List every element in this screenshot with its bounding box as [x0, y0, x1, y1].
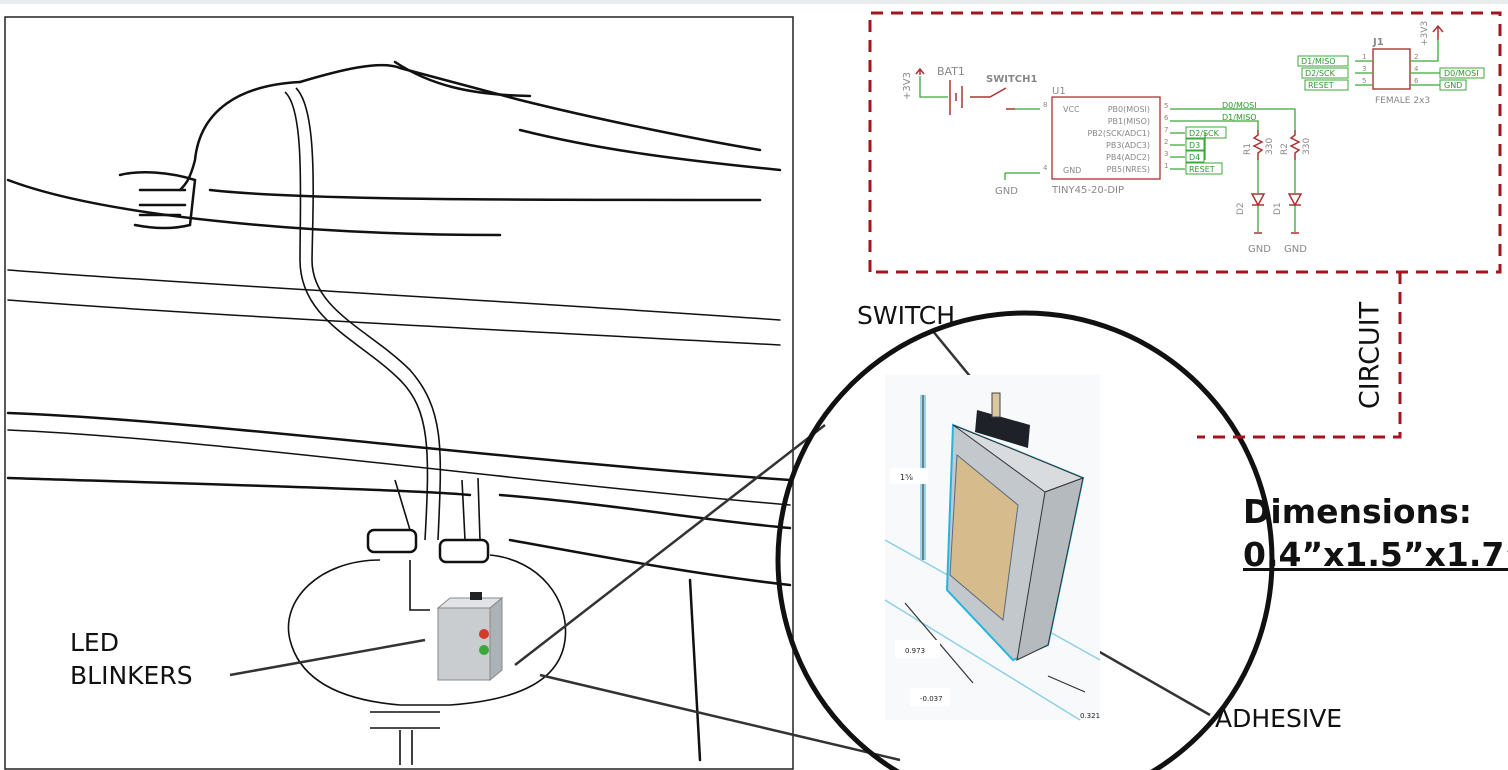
- svg-text:6: 6: [1164, 114, 1169, 122]
- svg-text:5: 5: [1164, 102, 1168, 110]
- svg-text:8: 8: [1043, 101, 1047, 109]
- led-blinkers-label-line2: BLINKERS: [70, 661, 193, 690]
- svg-text:D1/MISO: D1/MISO: [1222, 113, 1257, 122]
- svg-text:GND: GND: [1444, 81, 1462, 90]
- svg-text:2: 2: [1414, 53, 1418, 61]
- svg-text:+3V3: +3V3: [1420, 21, 1430, 46]
- svg-text:D3: D3: [1189, 141, 1200, 150]
- svg-text:PB4(ADC2): PB4(ADC2): [1106, 153, 1150, 162]
- width-label: 0.973: [905, 647, 925, 655]
- callout-lines: [229, 329, 1211, 762]
- svg-text:GND: GND: [995, 186, 1018, 197]
- zoom-circle: [775, 310, 1275, 770]
- svg-text:PB1(MISO): PB1(MISO): [1108, 117, 1150, 126]
- dimensions-title: Dimensions:: [1243, 492, 1472, 531]
- svg-text:TINY45-20-DIP: TINY45-20-DIP: [1051, 185, 1124, 196]
- svg-text:VCC: VCC: [1063, 105, 1080, 114]
- sketch-frame: [4, 16, 794, 770]
- svg-text:J1: J1: [1372, 37, 1384, 48]
- svg-text:D2/SCK: D2/SCK: [1189, 129, 1220, 138]
- svg-text:4: 4: [1414, 65, 1419, 73]
- svg-text:R2: R2: [1280, 143, 1290, 155]
- svg-text:U1: U1: [1052, 86, 1066, 97]
- svg-text:D0/MOSI: D0/MOSI: [1222, 101, 1257, 110]
- circuit-box: [868, 11, 1502, 439]
- svg-text:3: 3: [1164, 150, 1168, 158]
- svg-text:330: 330: [1265, 138, 1275, 155]
- svg-text:PB2(SCK/ADC1): PB2(SCK/ADC1): [1087, 129, 1150, 138]
- schematic: +3V3 BAT1 SWITCH1 U1 TINY45-20-DIP 8 VCC…: [902, 21, 1485, 255]
- svg-text:GND: GND: [1063, 166, 1081, 175]
- circuit-label: CIRCUIT: [1354, 301, 1386, 410]
- catheter-tube: [284, 87, 442, 541]
- svg-text:D0/MOSI: D0/MOSI: [1444, 69, 1479, 78]
- height-label: 1⅝: [900, 473, 913, 482]
- svg-text:330: 330: [1302, 138, 1312, 155]
- svg-text:D4: D4: [1189, 153, 1200, 162]
- device-thumbnail: [436, 592, 504, 682]
- svg-text:PB5(NRES): PB5(NRES): [1107, 165, 1150, 174]
- svg-text:2: 2: [1164, 138, 1168, 146]
- svg-text:SWITCH1: SWITCH1: [986, 74, 1037, 85]
- red-led: [479, 629, 489, 639]
- svg-text:1: 1: [1164, 162, 1168, 170]
- svg-text:GND: GND: [1248, 244, 1271, 255]
- svg-text:D2: D2: [1236, 202, 1246, 215]
- svg-text:6: 6: [1414, 77, 1419, 85]
- svg-text:PB3(ADC3): PB3(ADC3): [1106, 141, 1150, 150]
- svg-text:5: 5: [1362, 77, 1366, 85]
- svg-text:D1: D1: [1273, 202, 1283, 215]
- offset-label: -0.037: [920, 695, 943, 703]
- svg-text:R1: R1: [1243, 143, 1253, 155]
- svg-text:RESET: RESET: [1189, 165, 1215, 174]
- svg-text:FEMALE 2x3: FEMALE 2x3: [1375, 96, 1430, 106]
- top-bar: [0, 0, 1508, 4]
- adhesive-label: ADHESIVE: [1215, 704, 1343, 733]
- svg-text:GND: GND: [1284, 244, 1307, 255]
- switch-label: SWITCH: [857, 301, 956, 330]
- device-render: 1⅝ 0.973 -0.037 0.321: [884, 375, 1101, 721]
- led-blinkers-label-line1: LED: [70, 628, 119, 657]
- svg-text:PB0(MOSI): PB0(MOSI): [1108, 105, 1150, 114]
- svg-text:RESET: RESET: [1308, 81, 1334, 90]
- svg-text:BAT1: BAT1: [937, 65, 965, 78]
- svg-text:D1/MISO: D1/MISO: [1301, 57, 1336, 66]
- svg-text:1: 1: [1362, 53, 1366, 61]
- svg-text:D2/SCK: D2/SCK: [1305, 69, 1336, 78]
- svg-text:4: 4: [1043, 164, 1048, 172]
- green-led: [479, 645, 489, 655]
- depth-label: 0.321: [1080, 712, 1100, 720]
- svg-text:3: 3: [1362, 65, 1366, 73]
- patient-sketch: [6, 60, 792, 762]
- svg-text:+3V3: +3V3: [902, 72, 913, 100]
- dimensions-value: 0.4”x1.5”x1.7”: [1243, 535, 1508, 574]
- urine-bag-sketch: [287, 477, 567, 765]
- svg-text:7: 7: [1164, 126, 1168, 134]
